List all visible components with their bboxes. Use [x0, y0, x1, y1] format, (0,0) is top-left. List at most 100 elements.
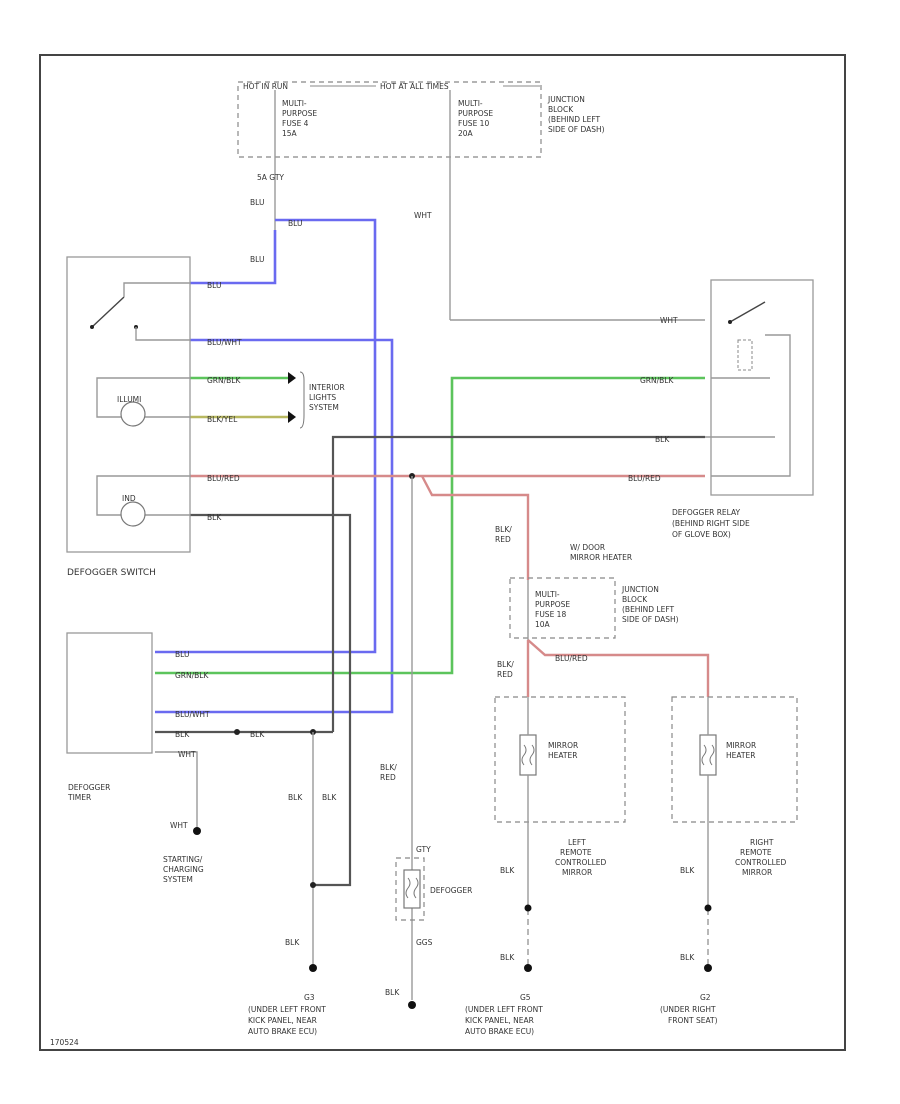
left-heater-element: [519, 734, 537, 776]
g3-label-2: (UNDER LEFT FRONT: [248, 1005, 326, 1014]
grn-blk-label-timer: GRN/BLK: [175, 671, 209, 680]
blk-label-switch: BLK: [207, 513, 222, 522]
switch-in: [123, 282, 190, 297]
relay-label-3: OF GLOVE BOX): [672, 530, 731, 539]
left-mirror-label-4: MIRROR: [562, 868, 592, 877]
relay-contact: [729, 301, 766, 323]
starting-label-1: STARTING/: [163, 855, 203, 864]
blu-red-label-switch: BLU/RED: [207, 474, 240, 483]
blk-red-label-defogger-1: BLK/: [380, 763, 397, 772]
defogger-label: DEFOGGER: [430, 886, 472, 895]
blu-label-top: BLU: [250, 198, 264, 207]
left-heater-grid: [521, 744, 535, 766]
ckt-gty-label: 5A GTY: [257, 173, 284, 182]
timer-label-1: DEFOGGER: [68, 783, 110, 792]
junction-mid-label-4: SIDE OF DASH): [622, 615, 679, 624]
ground-g5-symbol: [524, 964, 532, 972]
fuse10-label-3: FUSE 10: [458, 119, 489, 128]
junction-top-label-1: JUNCTION: [547, 95, 585, 104]
blk-label-defogger: BLK: [385, 988, 400, 997]
blk-relay-wire: [331, 435, 705, 732]
blk-red-label-feed-2: RED: [495, 535, 511, 544]
interior-arrow-2: [288, 411, 296, 423]
relay-label-1: DEFOGGER RELAY: [672, 508, 741, 517]
defogger-switch-box: [66, 256, 191, 553]
g5-label-1: G5: [520, 993, 531, 1002]
blk-label-g3-1: BLK: [288, 793, 303, 802]
timer-splice: [234, 729, 240, 735]
g2-label-2: (UNDER RIGHT: [660, 1005, 716, 1014]
illum-lamp: [120, 401, 146, 427]
blu-label-timer: BLU: [288, 219, 302, 228]
left-mirror-label-3: CONTROLLED: [555, 858, 607, 867]
blk-red-feed-wire: [420, 475, 530, 580]
blk-label-g5: BLK: [500, 953, 515, 962]
starting-label-3: SYSTEM: [163, 875, 193, 884]
defogger-timer-box: [66, 632, 153, 754]
blk-label-g3-2: BLK: [322, 793, 337, 802]
left-heater-label-1: MIRROR: [548, 741, 578, 750]
hot-in-run-label: HOT IN RUN: [243, 82, 288, 91]
right-heater-element: [699, 734, 717, 776]
fuse-box-mid: [509, 577, 616, 639]
timer-label-2: TIMER: [67, 793, 91, 802]
fuse4-label-2: PURPOSE: [282, 109, 317, 118]
g5-label-2: (UNDER LEFT FRONT: [465, 1005, 543, 1014]
g3-label-1: G3: [304, 993, 315, 1002]
blu-label-timer-pin: BLU: [175, 650, 189, 659]
wht-label-relay-2: WHT: [660, 316, 678, 325]
junction-mid-label-1: JUNCTION: [621, 585, 659, 594]
blk-label-g3: BLK: [285, 938, 300, 947]
grn-blk-wire: [155, 376, 705, 675]
hot-at-all-times-label: HOT AT ALL TIMES: [380, 82, 449, 91]
grn-blk-label-switch: GRN/BLK: [207, 376, 241, 385]
interior-label-1: INTERIOR: [309, 383, 345, 392]
grn-blk-label-relay: GRN/BLK: [640, 376, 674, 385]
ground-g3-symbol: [309, 964, 317, 972]
wht-timer-wire: [155, 751, 198, 830]
right-heater-grid: [701, 744, 715, 766]
switch-pivot: [90, 325, 94, 329]
door-mirror-label-1: W/ DOOR: [570, 543, 605, 552]
blu-red-label-mirror: BLU/RED: [555, 654, 588, 663]
g5-label-4: AUTO BRAKE ECU): [465, 1027, 534, 1036]
defogger-relay-box: [710, 279, 814, 496]
defogger-ground: [408, 1001, 416, 1009]
left-mirror-label-1: LEFT: [568, 838, 586, 847]
blk-red-label-mirror-1: BLK/: [497, 660, 514, 669]
junction-top-label-3: (BEHIND LEFT: [548, 115, 601, 124]
blu-switch-wire: [190, 230, 277, 285]
ind-lamp-label: IND: [122, 494, 136, 503]
g2-label-1: G2: [700, 993, 711, 1002]
relay-label-2: (BEHIND RIGHT SIDE: [672, 519, 750, 528]
fuse4-label-4: 15A: [282, 129, 298, 138]
interior-brace: [299, 371, 305, 429]
right-mirror-gnd-splice: [704, 904, 712, 912]
starting-label-2: CHARGING: [163, 865, 204, 874]
blu-red-mirror-wire: [527, 639, 710, 697]
blu-label-switch: BLU: [250, 255, 264, 264]
left-mirror-gnd-splice: [524, 904, 532, 912]
junction-mid-label-2: BLOCK: [622, 595, 648, 604]
blk-label-right-mirror: BLK: [680, 866, 695, 875]
g3-label-3: KICK PANEL, NEAR: [248, 1016, 317, 1025]
left-mirror-label-2: REMOTE: [560, 848, 592, 857]
relay-pivot: [728, 320, 732, 324]
right-heater-label-1: MIRROR: [726, 741, 756, 750]
blk-red-label-feed-1: BLK/: [495, 525, 512, 534]
right-mirror-label-1: RIGHT: [750, 838, 774, 847]
defogger-element: [403, 869, 421, 909]
junction-mid-label-3: (BEHIND LEFT: [622, 605, 675, 614]
defogger-grid: [405, 877, 419, 899]
switch-out: [135, 327, 190, 341]
junction-top-label-2: BLOCK: [548, 105, 574, 114]
blk-label-relay: BLK: [655, 435, 670, 444]
door-mirror-label-2: MIRROR HEATER: [570, 553, 632, 562]
fuse18-label-3: FUSE 18: [535, 610, 566, 619]
blu-label-switch-pin: BLU: [207, 281, 221, 290]
gty-label: GTY: [416, 845, 431, 854]
left-heater-label-2: HEATER: [548, 751, 577, 760]
junction-top-label-4: SIDE OF DASH): [548, 125, 605, 134]
blk-red-label-defogger-2: RED: [380, 773, 396, 782]
